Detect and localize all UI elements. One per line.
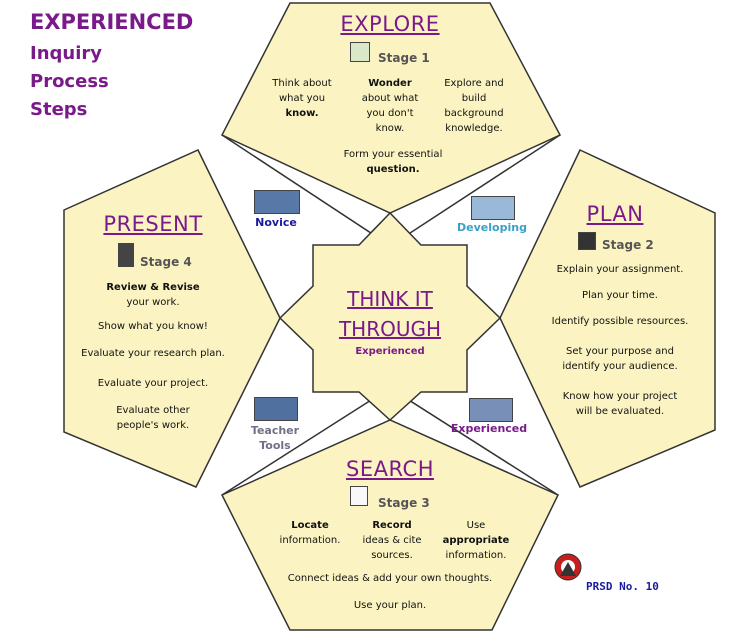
search-icon (350, 486, 368, 506)
center-title-2: THROUGH (338, 317, 442, 341)
explorer-icon (350, 42, 370, 62)
present-shape (63, 149, 281, 488)
explore-shape (220, 2, 562, 214)
footer-label: PRSD No. 10 (586, 580, 659, 593)
title-line-steps: Steps (30, 99, 88, 120)
search-shape (220, 419, 560, 631)
experienced-label[interactable]: Experienced (450, 422, 528, 435)
teacher-tools-icon[interactable] (254, 397, 298, 421)
explore-title[interactable]: EXPLORE (340, 12, 440, 36)
developing-label[interactable]: Developing (457, 221, 527, 234)
center-subtitle: Experienced (355, 346, 425, 357)
search-bottom1: Connect ideas & add your own thoughts. (287, 573, 493, 584)
novice-icon[interactable] (254, 190, 300, 214)
plan-shape (499, 149, 716, 488)
plan-text: Explain your assignment. Plan your time.… (551, 264, 689, 417)
present-text: Review & Revise your work. Show what you… (81, 282, 225, 431)
developing-icon[interactable] (471, 196, 515, 220)
plan-stage: Stage 2 (602, 238, 654, 252)
explore-stage: Stage 1 (378, 51, 430, 65)
search-stage: Stage 3 (378, 496, 430, 510)
title-line-process: Process (30, 71, 109, 92)
center-star (278, 211, 502, 422)
search-bottom2: Use your plan. (353, 600, 427, 611)
novice-label[interactable]: Novice (255, 216, 297, 229)
search-title[interactable]: SEARCH (346, 457, 434, 481)
present-title[interactable]: PRESENT (103, 212, 203, 236)
plan-title[interactable]: PLAN (586, 202, 644, 226)
title-line-inquiry: Inquiry (30, 43, 102, 64)
experienced-icon[interactable] (469, 398, 513, 422)
planner-icon (578, 232, 596, 250)
wizard-icon (118, 243, 134, 267)
present-stage: Stage 4 (140, 255, 192, 269)
page-title: EXPERIENCED (30, 10, 194, 34)
center-title-1: THINK IT (347, 287, 433, 311)
